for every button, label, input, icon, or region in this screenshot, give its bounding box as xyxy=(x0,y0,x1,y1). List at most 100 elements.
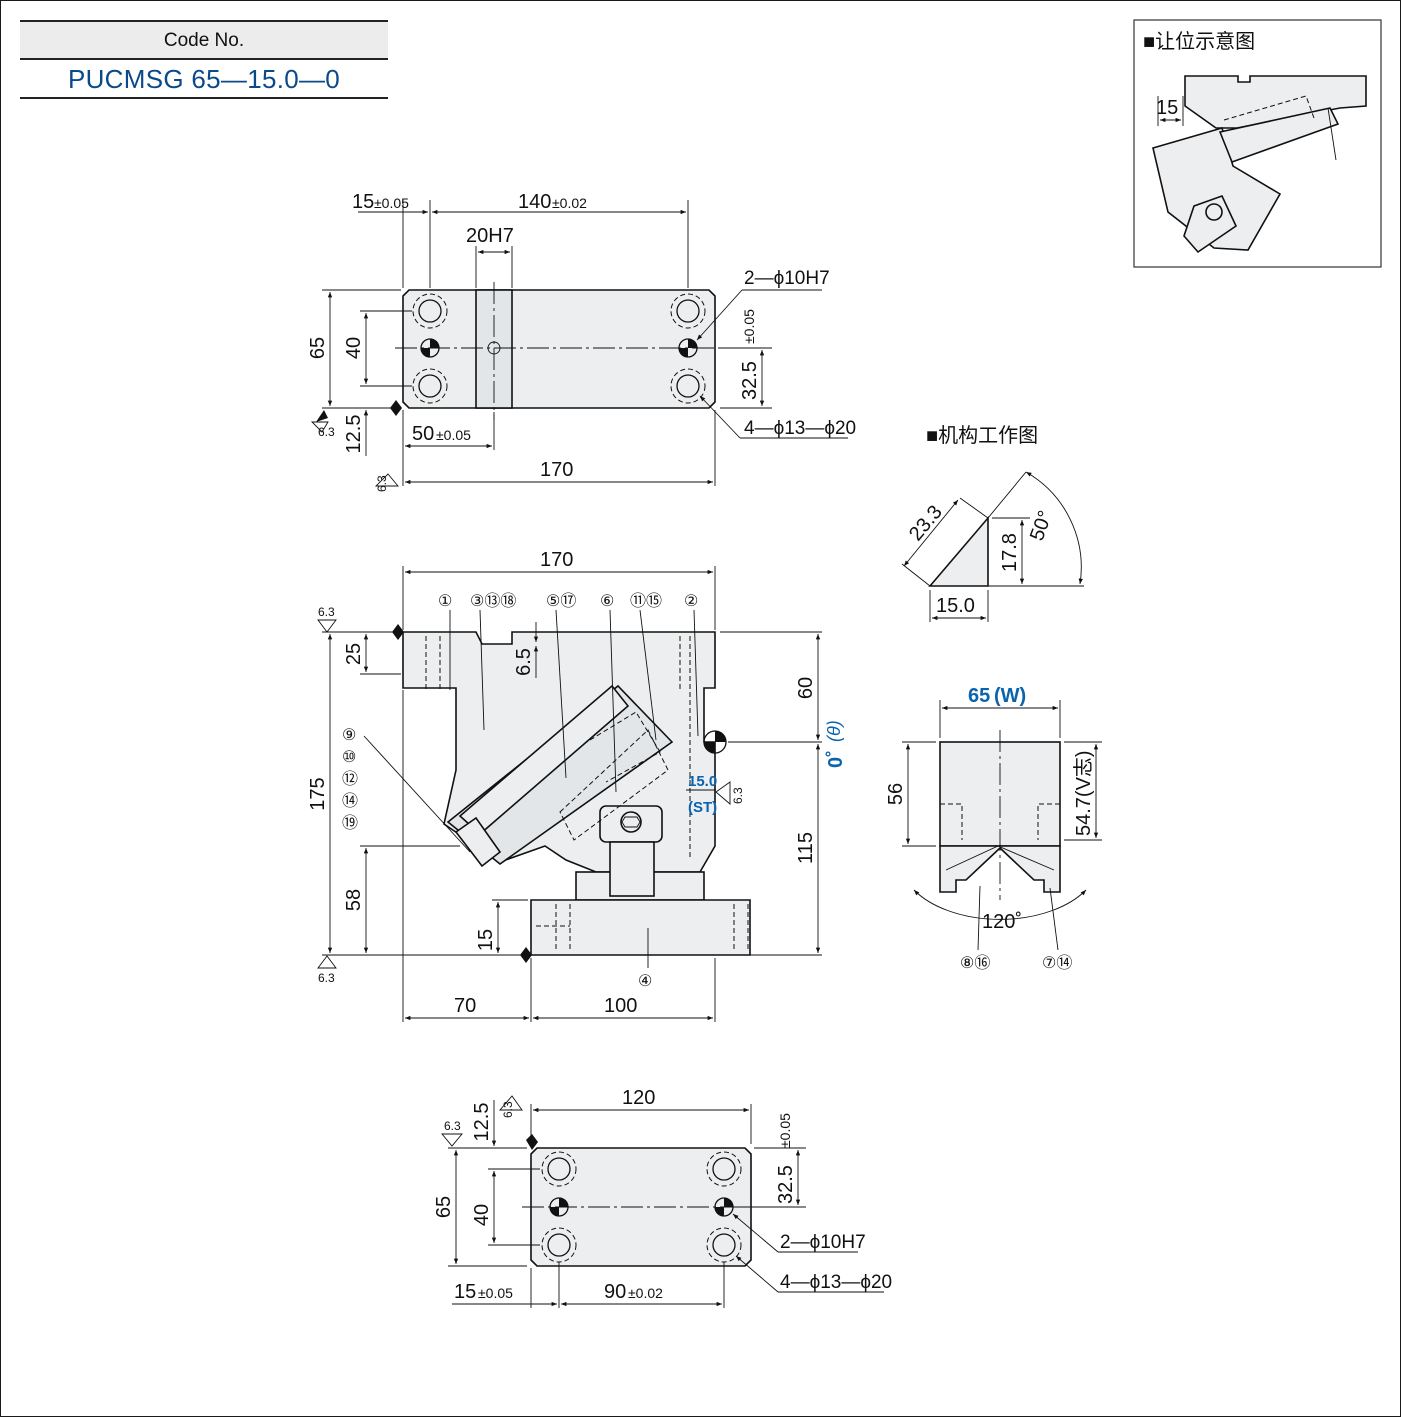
bolt-hole-circle xyxy=(547,1157,571,1181)
front-pivot-fill xyxy=(704,731,726,753)
bottom-hole-b-callout: 4—ϕ13—ϕ20 xyxy=(780,1272,892,1293)
counterbore-circle xyxy=(670,368,706,404)
balloon-11-15: ⑪⑮ xyxy=(630,592,662,610)
balloon-12: ⑫ xyxy=(342,770,358,788)
leader-hole-a xyxy=(732,1213,779,1253)
mechanism-angle-arc xyxy=(1025,471,1083,585)
roughness-symbol xyxy=(310,421,329,433)
front-hidden-cam xyxy=(559,729,669,841)
front-dim-70: 70 xyxy=(454,995,476,1017)
front-dim-170: 170 xyxy=(540,549,573,571)
top-dim-15-tol: ±0.05 xyxy=(374,195,409,211)
side-view: 65 (W) 56 54.7(V志) 120˚ ⑧⑯ ⑦⑭ xyxy=(885,685,1102,972)
code-number-box: Code No. PUCMSG 65—15.0—0 xyxy=(20,20,388,99)
top-dim-32-5: 32.5 xyxy=(739,361,761,400)
front-hidden-cam-2 xyxy=(589,711,661,783)
balloon-4: ④ xyxy=(638,973,652,990)
bolt-hole-circle xyxy=(712,1233,736,1257)
code-number-label: Code No. xyxy=(20,20,388,60)
top-dim-20h7: 20H7 xyxy=(466,225,514,247)
top-view: 15 ±0.05 140 ±0.02 20H7 65 40 12.5 32.5 … xyxy=(307,191,856,492)
side-dim-54-7: 54.7(V志) xyxy=(1072,750,1095,836)
top-dim-40: 40 xyxy=(343,337,365,359)
balloon-1: ① xyxy=(438,593,452,610)
bolt-hole-circle xyxy=(676,299,700,323)
top-rough-b: 6.3 xyxy=(375,475,389,492)
ext-line xyxy=(959,497,989,519)
roughness-symbol xyxy=(317,619,337,633)
roughness-symbol xyxy=(499,1095,523,1111)
top-dim-170: 170 xyxy=(540,459,573,481)
front-base-plate xyxy=(530,899,751,956)
bottom-rough-b: 6.3 xyxy=(501,1101,515,1118)
mechanism-angle: 50° xyxy=(1026,508,1057,544)
front-dim-100: 100 xyxy=(604,995,637,1017)
relief-hidden-path xyxy=(1223,95,1315,121)
front-stroke-value: 15.0 xyxy=(688,773,717,790)
side-width-value: 65 xyxy=(968,685,990,707)
bolt-hole-circle xyxy=(547,1233,571,1257)
code-number-value: PUCMSG 65—15.0—0 xyxy=(20,60,388,99)
balloon-leader xyxy=(609,609,617,793)
top-dim-140: 140 xyxy=(518,191,551,213)
balloon-10: ⑩ xyxy=(342,749,356,766)
top-dim-12-5: 12.5 xyxy=(343,415,365,454)
bottom-hole-a-callout: 2—ϕ10H7 xyxy=(780,1232,866,1253)
leader-hole-b xyxy=(699,395,741,439)
front-dim-15: 15 xyxy=(475,929,497,951)
dowel-hole-fill xyxy=(421,339,439,357)
relief-tip-line xyxy=(1327,107,1337,161)
side-dim-56: 56 xyxy=(885,783,907,805)
roughness-symbol xyxy=(374,473,399,487)
ext-line xyxy=(901,563,931,587)
bottom-dim-12-5: 12.5 xyxy=(471,1103,493,1142)
balloon-leader xyxy=(479,609,485,731)
front-dim-60: 60 xyxy=(795,677,817,699)
leader-hole-a xyxy=(696,289,743,341)
mechanism-diagram: ■机构工作图 23.3 17.8 15.0 50° xyxy=(901,424,1084,622)
front-stroke-label: (ST) xyxy=(688,799,717,816)
roughness-symbol xyxy=(715,781,731,805)
mechanism-title: ■机构工作图 xyxy=(926,424,1038,447)
balloon-9: ⑨ xyxy=(342,727,356,744)
top-rough-a: 6.3 xyxy=(318,425,335,439)
balloon-6: ⑥ xyxy=(600,593,614,610)
front-cam-bolt xyxy=(620,811,642,833)
top-hole-a-callout: 2—ϕ10H7 xyxy=(744,268,830,289)
mechanism-base: 15.0 xyxy=(936,595,975,617)
roughness-symbol xyxy=(317,955,337,969)
top-view-holes xyxy=(412,293,706,404)
leader-hole-b xyxy=(735,1255,779,1293)
front-dim-25: 25 xyxy=(343,643,365,665)
bottom-dim-90: 90 xyxy=(604,1281,626,1303)
bottom-dim-15-tol: ±0.05 xyxy=(478,1285,513,1301)
counterbore-circle xyxy=(670,293,706,329)
ext-line xyxy=(987,471,1027,519)
balloon-3-13-18: ③⑬⑱ xyxy=(470,592,516,610)
front-slider-tip xyxy=(454,816,502,868)
relief-slider xyxy=(1218,107,1340,164)
relief-inset-title: ■让位示意图 xyxy=(1143,30,1255,53)
relief-inset: ■让位示意图 15 xyxy=(1133,19,1382,268)
top-view-outline xyxy=(402,289,716,409)
front-hex-socket xyxy=(621,816,641,828)
bottom-dim-90-tol: ±0.02 xyxy=(628,1285,663,1301)
balloon-leader xyxy=(639,609,657,741)
front-dim-175: 175 xyxy=(307,777,329,810)
front-rough-top: 6.3 xyxy=(318,605,335,619)
mechanism-triangle xyxy=(928,515,989,587)
mechanism-hyp-line xyxy=(903,499,959,567)
relief-fixed-block xyxy=(1184,75,1367,129)
top-dim-15: 15 xyxy=(352,191,374,213)
top-dim-50-tol: ±0.05 xyxy=(436,427,471,443)
top-hole-b-callout: 4—ϕ13—ϕ20 xyxy=(744,418,856,439)
roughness-symbol xyxy=(441,1133,463,1147)
top-dim-32-5-tol: ±0.05 xyxy=(741,309,757,344)
balloon-2: ② xyxy=(684,593,698,610)
bottom-view: 120 65 40 12.5 32.5 ±0.05 2—ϕ10H7 4—ϕ13—… xyxy=(433,1087,892,1308)
bottom-dim-120: 120 xyxy=(622,1087,655,1109)
top-dim-140-tol: ±0.02 xyxy=(552,195,587,211)
counterbore-circle xyxy=(541,1151,577,1187)
side-v-groove xyxy=(945,845,1055,871)
